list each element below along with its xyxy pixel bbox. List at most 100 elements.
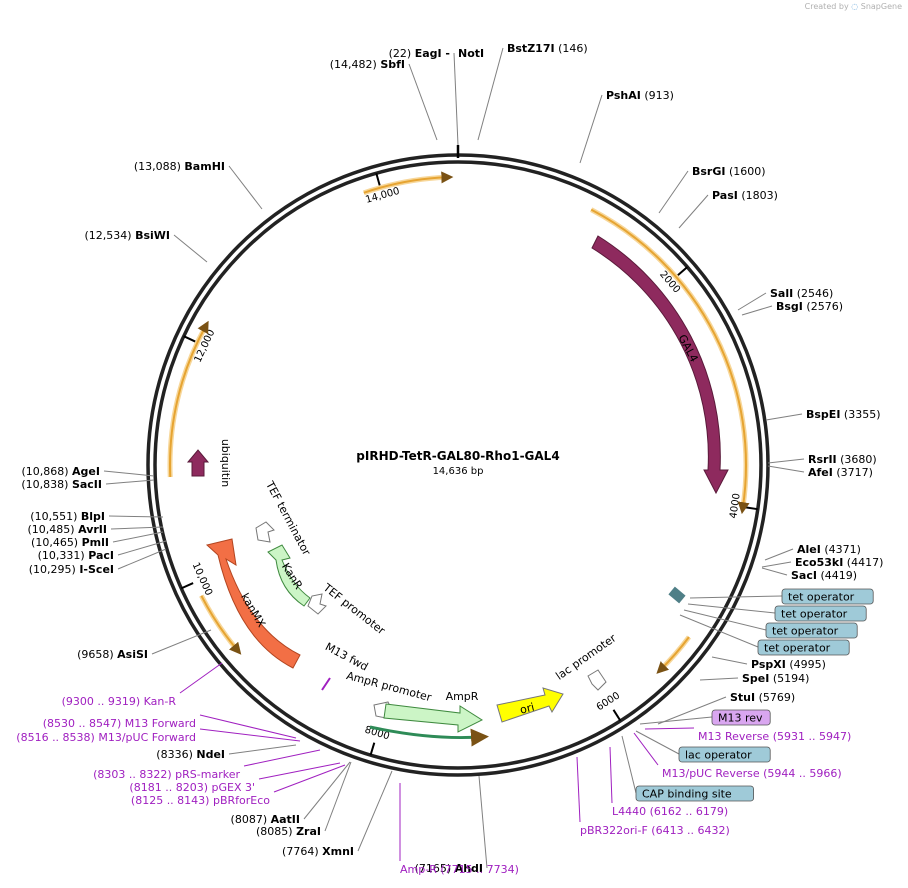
site-enzyme: AfeI bbox=[808, 466, 833, 479]
site-position: (13,088) bbox=[134, 160, 185, 173]
site-label-extra: (22) EagI - bbox=[389, 47, 450, 60]
site-enzyme: SpeI bbox=[742, 672, 769, 685]
site-leader bbox=[303, 761, 351, 820]
site-label: AleI (4371) bbox=[797, 543, 861, 556]
site-label: (7165) AhdI bbox=[415, 862, 483, 875]
orf-arc bbox=[363, 171, 454, 194]
site-position: (1803) bbox=[738, 189, 778, 202]
site-position: (913) bbox=[641, 89, 674, 102]
site-enzyme: PmlI bbox=[82, 536, 109, 549]
primer-name: pBR322ori-F bbox=[580, 824, 648, 837]
ampr-label: AmpR bbox=[446, 690, 479, 703]
primer-range: (6162 .. 6179) bbox=[646, 805, 728, 818]
primer-range: (8125 .. 8143) bbox=[131, 794, 213, 807]
site-leader bbox=[117, 540, 167, 556]
primer-range: (8516 .. 8538) bbox=[16, 731, 98, 744]
site-label: PshAI (913) bbox=[606, 89, 674, 102]
site-enzyme: StuI bbox=[730, 691, 755, 704]
site-position: (2546) bbox=[793, 287, 833, 300]
ampr-orf-arc bbox=[369, 725, 489, 747]
site-label: (10,551) BlpI bbox=[30, 510, 105, 523]
feature-box bbox=[711, 709, 771, 726]
site-position: (3680) bbox=[837, 453, 877, 466]
site-position: (10,485) bbox=[28, 523, 79, 536]
site-label: BsrGI (1600) bbox=[692, 165, 766, 178]
site-position: (10,868) bbox=[21, 465, 72, 478]
site-enzyme: EagI - bbox=[415, 47, 450, 60]
site-label: (13,088) BamHI bbox=[134, 160, 225, 173]
site-position: (7165) bbox=[415, 862, 455, 875]
primer-name: pRS-marker bbox=[175, 768, 240, 781]
primer-label: pBR322ori-F (6413 .. 6432) bbox=[580, 824, 730, 837]
site-label: (14,482) SbfI bbox=[330, 58, 405, 71]
primer-label: M13/pUC Reverse (5944 .. 5966) bbox=[662, 767, 842, 780]
site-enzyme: BlpI bbox=[81, 510, 105, 523]
site-enzyme: SacI bbox=[791, 569, 817, 582]
site-enzyme: PshAI bbox=[606, 89, 641, 102]
m13-fwd-label: M13 fwd bbox=[323, 640, 370, 673]
orf-arc bbox=[656, 636, 690, 674]
site-leader bbox=[711, 656, 748, 665]
ori-label: ori bbox=[519, 701, 536, 717]
site-label: RsrII (3680) bbox=[808, 453, 877, 466]
site-position: (4995) bbox=[786, 658, 826, 671]
site-enzyme: PspXI bbox=[751, 658, 786, 671]
orf-arc bbox=[169, 320, 209, 478]
tef-promoter-label: TEF promoter bbox=[320, 581, 388, 638]
site-leader bbox=[117, 548, 167, 570]
primer-name: M13 Forward bbox=[125, 717, 196, 730]
primer-label: (8303 .. 8322) pRS-marker bbox=[93, 768, 240, 781]
tef-terminator-label: TEF terminator bbox=[263, 478, 314, 558]
primer-leader bbox=[609, 746, 613, 804]
ampr-arrow bbox=[383, 703, 484, 733]
site-enzyme: BstZ17I bbox=[507, 42, 555, 55]
site-position: (5769) bbox=[755, 691, 795, 704]
orf-arc bbox=[200, 595, 242, 655]
site-label: (8085) ZraI bbox=[256, 825, 321, 838]
site-enzyme: XmnI bbox=[322, 845, 354, 858]
site-enzyme: PacI bbox=[88, 549, 114, 562]
feature-box-label: tet operator bbox=[781, 608, 848, 621]
feature-box bbox=[635, 785, 754, 802]
site-label: SpeI (5194) bbox=[742, 672, 809, 685]
site-leader bbox=[765, 413, 803, 421]
site-leader bbox=[761, 567, 788, 576]
tick-mark bbox=[612, 709, 622, 722]
tick-label: 10,000 bbox=[190, 561, 214, 597]
site-enzyme: BsiWI bbox=[135, 229, 170, 242]
site-enzyme: SbfI bbox=[380, 58, 405, 71]
site-leader bbox=[737, 292, 767, 311]
site-leader bbox=[112, 531, 164, 543]
primer-range: (7715 .. 7734) bbox=[437, 863, 519, 876]
tick-mark bbox=[180, 582, 194, 590]
site-leader bbox=[658, 170, 689, 214]
site-enzyme: AleI bbox=[797, 543, 821, 556]
site-position: (4419) bbox=[817, 569, 857, 582]
feature-box bbox=[678, 746, 771, 763]
primer-range: (8181 .. 8203) bbox=[129, 781, 211, 794]
box-leader bbox=[689, 595, 783, 599]
kanr-arrow bbox=[267, 544, 311, 607]
tick-mark bbox=[375, 172, 381, 187]
lac-promoter-arrow bbox=[587, 669, 607, 691]
site-leader bbox=[110, 526, 164, 530]
site-enzyme: NotI bbox=[458, 47, 484, 60]
primer-leader bbox=[199, 728, 301, 742]
site-label: Eco53kI (4417) bbox=[795, 556, 883, 569]
snapgene-credit: Created by ◌ SnapGene bbox=[805, 2, 902, 11]
site-leader bbox=[408, 63, 438, 141]
tick-mark bbox=[744, 506, 758, 511]
primer-leader bbox=[199, 714, 297, 739]
site-position: (8336) bbox=[156, 748, 196, 761]
site-label: SacI (4419) bbox=[791, 569, 857, 582]
primer-leader bbox=[243, 749, 321, 767]
brand-name: SnapGene bbox=[860, 2, 902, 11]
primer-name: M13 Reverse bbox=[698, 730, 769, 743]
map-title: pIRHD-TetR-GAL80-Rho1-GAL4 bbox=[356, 449, 559, 463]
site-position: (1600) bbox=[725, 165, 765, 178]
site-position: (14,482) bbox=[330, 58, 381, 71]
feature-box-label: CAP binding site bbox=[642, 788, 732, 801]
